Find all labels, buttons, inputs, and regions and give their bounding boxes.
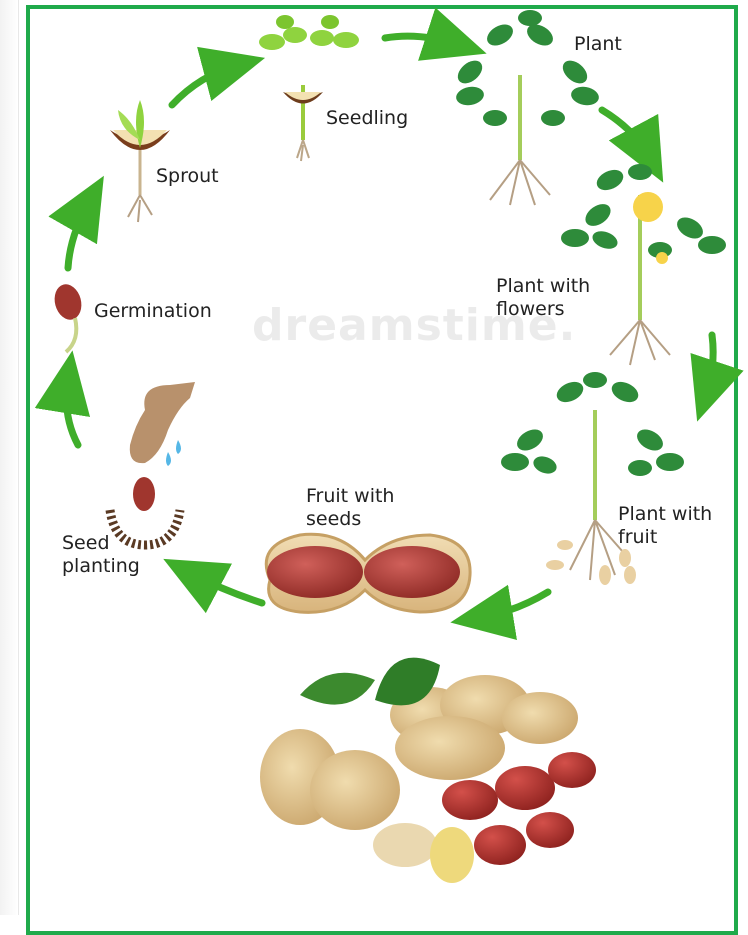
label-germination: Germination (94, 300, 212, 323)
seedling-illustration (259, 15, 359, 161)
arrow-plant-to-flowers (602, 110, 650, 158)
arrow-flowers-to-fruit (706, 335, 713, 395)
arrow-fruit-to-seeds (478, 592, 548, 618)
arrow-seedling-to-plant (385, 36, 460, 45)
arrow-germination-to-sprout (68, 200, 90, 268)
label-seed-planting: Seed planting (62, 532, 140, 578)
arrow-seeds-to-planting (188, 572, 262, 603)
fruit-with-seeds-illustration (266, 534, 470, 612)
life-cycle-diagram (0, 0, 748, 915)
arrow-sprout-to-seedling (172, 65, 238, 105)
label-sprout: Sprout (156, 165, 219, 188)
flowering-plant-illustration (561, 164, 726, 365)
seed-planting-illustration (110, 382, 195, 545)
sprout-illustration (110, 100, 170, 222)
label-seedling: Seedling (326, 107, 408, 130)
label-plant-with-flowers: Plant with flowers (496, 275, 590, 321)
fruit-plant-illustration (501, 372, 684, 585)
label-plant-with-fruit: Plant with fruit (618, 503, 712, 549)
peanuts-image (260, 658, 596, 883)
label-plant: Plant (574, 33, 622, 56)
arrow-planting-to-germination (66, 378, 78, 445)
germination-illustration (51, 281, 85, 352)
label-fruit-with-seeds: Fruit with seeds (306, 485, 394, 531)
